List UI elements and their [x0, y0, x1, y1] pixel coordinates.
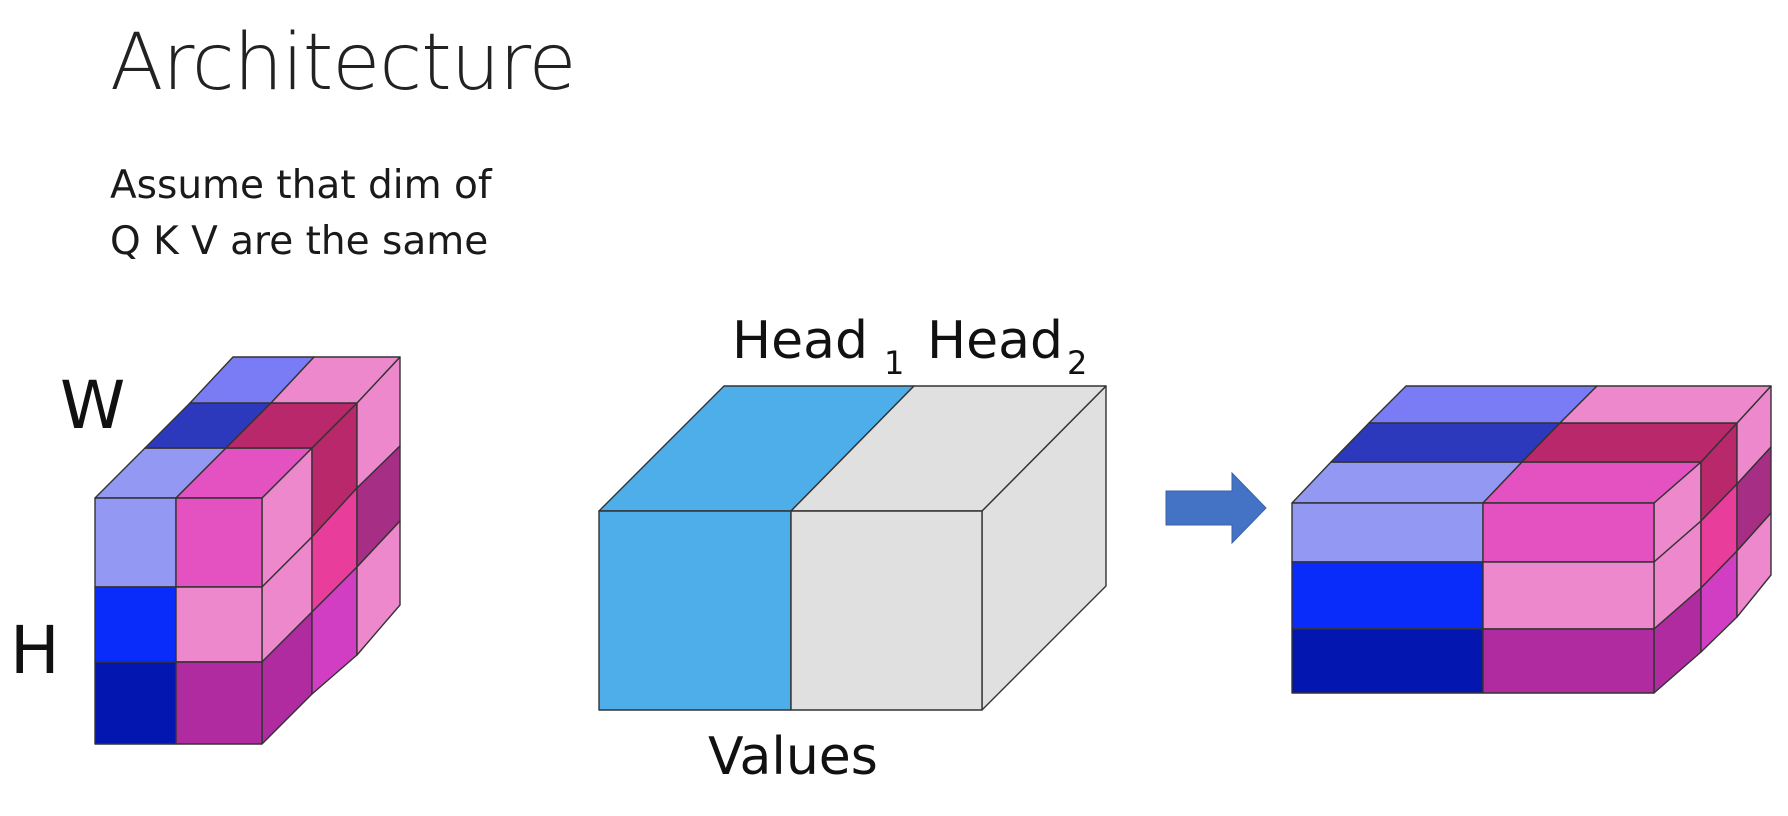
- values-label: Values: [708, 727, 878, 787]
- left-cube: [94, 356, 401, 745]
- head1-label: Head: [732, 311, 868, 371]
- w-label: W: [60, 367, 125, 444]
- right-cube: [1291, 385, 1772, 694]
- right-cube-top-face: [1291, 385, 1772, 504]
- slide-title: Architecture: [110, 18, 577, 108]
- right-arrow-icon: [1165, 471, 1267, 545]
- h-label: H: [10, 612, 60, 689]
- assumption-note: Assume that dim of Q K V are the same: [110, 158, 492, 270]
- left-cube-front-face: [94, 497, 263, 745]
- note-line-2: Q K V are the same: [110, 219, 489, 264]
- left-cube-side-face: [261, 356, 401, 745]
- head1-subscript: 1: [884, 344, 904, 382]
- head2-subscript: 2: [1067, 344, 1087, 382]
- values-block: [598, 385, 1107, 711]
- left-cube-top-face: [94, 356, 401, 499]
- head2-front-face: [790, 510, 983, 711]
- head1-front-face: [598, 510, 792, 711]
- head2-label: Head: [927, 311, 1063, 371]
- note-line-1: Assume that dim of: [110, 163, 492, 208]
- right-cube-front-face: [1291, 502, 1655, 694]
